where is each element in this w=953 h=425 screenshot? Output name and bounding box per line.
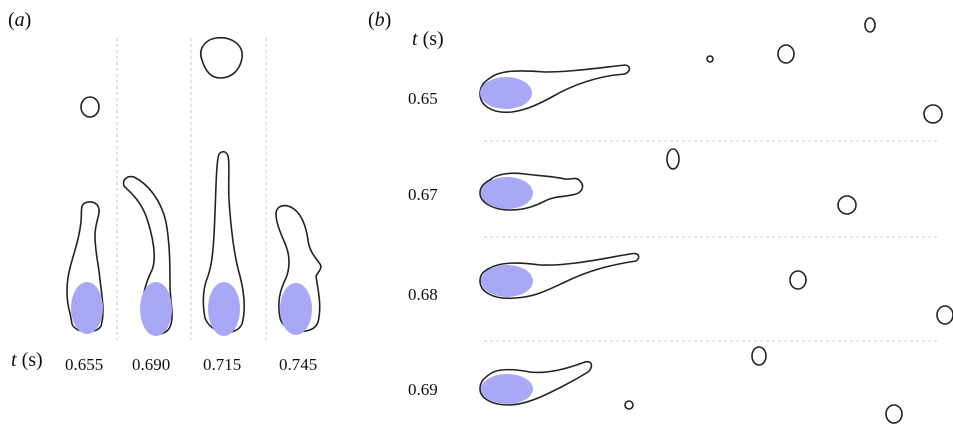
droplet-tail-outline: [66, 201, 104, 333]
bubble: [624, 400, 634, 410]
bubble: [751, 346, 767, 366]
panel-a: (a) t (s) 0.655 0.690 0: [8, 9, 322, 374]
panel-a-frame-1: [66, 96, 104, 334]
particle: [140, 282, 172, 336]
droplet-tail-outline: [479, 252, 640, 300]
panel-b-label: (b): [368, 9, 391, 31]
panel-b-time-3: 0.68: [408, 285, 438, 304]
panel-a-time-4: 0.745: [279, 355, 317, 374]
droplet-tail-outline: [202, 150, 245, 334]
panel-b: (b) t (s) 0.65 0.67 0.68: [368, 9, 953, 424]
panel-b-time-1: 0.65: [408, 89, 438, 108]
panel-a-frame-4: [275, 204, 322, 335]
panel-b-time-4: 0.69: [408, 380, 438, 399]
panel-a-frame-2: [122, 175, 173, 336]
panel-b-frame-4: 0.69: [408, 346, 903, 424]
panel-a-time-3: 0.715: [203, 355, 241, 374]
particle: [280, 283, 312, 335]
panel-b-time-2: 0.67: [408, 185, 438, 204]
particle: [480, 77, 532, 109]
bubble: [936, 305, 953, 325]
particle: [481, 265, 533, 297]
droplet-tail-outline: [479, 360, 593, 406]
bubble: [837, 195, 857, 215]
panel-a-time-1: 0.655: [65, 355, 103, 374]
detached-droplet: [200, 36, 243, 79]
bubble: [789, 270, 807, 290]
bubble: [864, 17, 876, 33]
droplet-tail-outline: [275, 204, 322, 333]
panel-a-label: (a): [8, 9, 31, 31]
droplet-tail-outline: [122, 175, 173, 335]
droplet-tail-outline: [479, 172, 584, 211]
panel-b-time-axis-label: t (s): [412, 28, 444, 50]
bubble: [885, 404, 903, 424]
panel-a-time-2: 0.690: [132, 355, 170, 374]
particle: [208, 282, 240, 336]
bubble: [706, 55, 714, 63]
droplet-tail-outline: [479, 64, 631, 114]
panel-b-frame-1: 0.65: [408, 17, 943, 124]
detached-droplet: [80, 96, 100, 118]
particle: [71, 282, 103, 334]
bubble: [666, 148, 680, 170]
bubble: [777, 44, 795, 64]
panel-a-time-axis-label: t (s): [11, 349, 43, 371]
particle: [481, 177, 533, 209]
particle: [481, 374, 533, 404]
panel-b-frame-3: 0.68: [408, 252, 953, 325]
bubble: [923, 104, 943, 124]
panel-b-frame-2: 0.67: [408, 148, 857, 215]
panel-a-frame-3: [200, 36, 245, 336]
